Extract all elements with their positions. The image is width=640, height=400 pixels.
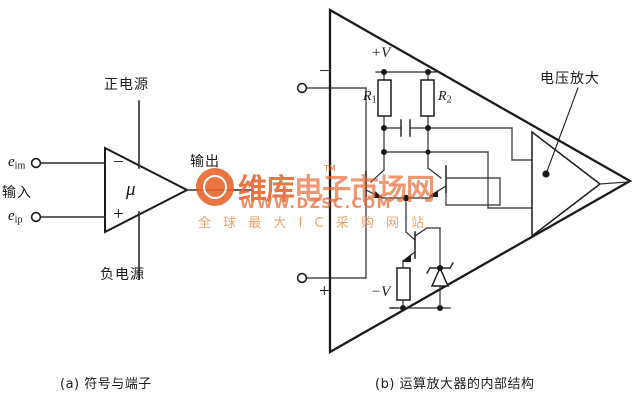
noninverting-terminal-base: e xyxy=(8,208,15,224)
noninverting-terminal-subscript: ip xyxy=(14,214,23,226)
symbol-noninverting-sign: + xyxy=(113,204,124,225)
inverting-terminal-base: e xyxy=(8,154,15,170)
caption-b: (b) 运算放大器的内部结构 xyxy=(375,377,535,392)
voltage-amp-callout-leader xyxy=(545,87,579,175)
junction-dots xyxy=(381,69,443,311)
resistor-r1-body xyxy=(377,79,392,117)
r1-base: R xyxy=(363,89,372,104)
internal-noninverting-terminal-circle xyxy=(296,272,308,284)
inverting-terminal-subscript: im xyxy=(14,160,26,172)
opamp-symbol-triangle xyxy=(104,146,190,234)
zener-bar-tick-left xyxy=(425,266,432,275)
positive-supply-label: 正电源 xyxy=(104,77,149,93)
noninverting-terminal-label: eip xyxy=(8,209,22,226)
rail-end-ticks xyxy=(375,71,437,309)
internal-outline-triangle xyxy=(328,8,633,354)
voltage-amplifier-triangle xyxy=(531,130,602,238)
r2-base: R xyxy=(438,89,447,104)
q3-emitter-arrow xyxy=(402,254,411,262)
resistor-r2-body xyxy=(420,79,435,117)
voltage-amp-callout-dot xyxy=(542,170,550,178)
emitter-resistor-body xyxy=(396,267,411,301)
internal-inverting-sign: − xyxy=(319,61,330,82)
symbol-inverting-sign: − xyxy=(113,152,124,173)
gain-symbol: μ xyxy=(126,179,136,200)
negative-supply-label: 负电源 xyxy=(100,267,145,283)
resistor-r2-label: R2 xyxy=(438,90,452,106)
r1-subscript: 1 xyxy=(371,94,377,106)
r2-subscript: 2 xyxy=(446,94,452,106)
q3-base-feed-slant xyxy=(405,231,416,241)
voltage-amplifier-output-lead xyxy=(599,181,629,185)
inverting-terminal-label: eim xyxy=(8,155,25,172)
q2-emitter-arrow xyxy=(429,190,438,197)
output-label: 输出 xyxy=(190,154,220,170)
voltage-amp-callout-label: 电压放大 xyxy=(540,71,600,87)
resistor-r1-label: R1 xyxy=(363,90,377,106)
input-group-label: 输入 xyxy=(2,185,32,201)
q1-collector-slant xyxy=(370,169,385,183)
q3-collector-slant xyxy=(414,227,428,237)
noninverting-terminal-circle xyxy=(30,211,42,223)
caption-a: (a) 符号与端子 xyxy=(60,377,152,392)
positive-rail-label: +V xyxy=(371,45,391,61)
inverting-terminal-circle xyxy=(30,157,42,169)
q1-emitter-arrow xyxy=(374,191,383,198)
negative-rail-label: −V xyxy=(371,284,391,300)
zener-bar-tick-right xyxy=(448,261,455,270)
internal-noninverting-sign: + xyxy=(319,281,330,302)
q2-collector-slant xyxy=(427,167,442,179)
internal-inverting-terminal-circle xyxy=(296,82,308,94)
